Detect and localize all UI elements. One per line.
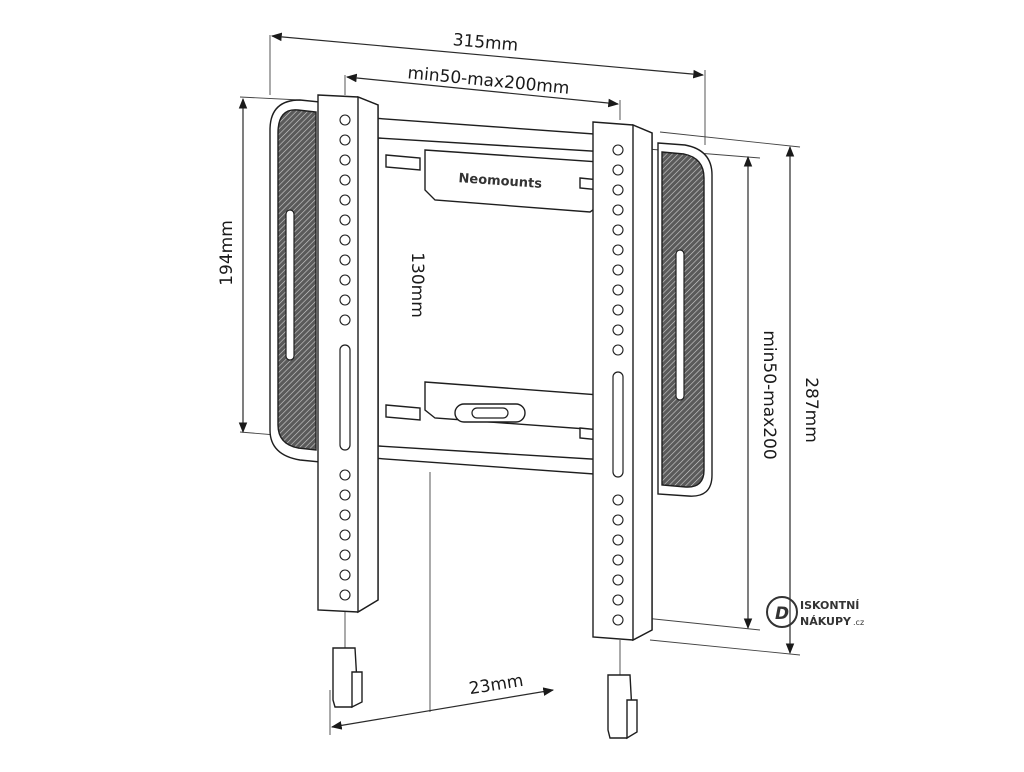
- vesa-horizontal-label: min50-max200mm: [407, 63, 571, 98]
- watermark-logo: D ISKONTNÍ NÁKUPY .cz: [766, 596, 864, 628]
- brand-mark: Neomounts: [458, 171, 543, 192]
- overall-width-label: 315mm: [452, 30, 519, 56]
- right-pad: [657, 142, 713, 497]
- left-pad: [269, 99, 321, 463]
- wall-distance-line: [330, 687, 555, 730]
- right-tv-bracket: [592, 121, 653, 740]
- pad-height-label: 194mm: [217, 220, 237, 286]
- vertical-spacing-label: 130mm: [407, 252, 427, 318]
- overall-height-label: 287mm: [801, 377, 821, 443]
- vesa-horizontal-line: [345, 73, 620, 108]
- wall-distance-label: 23mm: [468, 671, 525, 699]
- watermark-line2: NÁKUPY: [800, 615, 852, 628]
- vesa-vertical-label: min50-max200: [759, 330, 779, 459]
- watermark-circle-icon: [766, 596, 798, 628]
- svg-text:D: D: [775, 604, 789, 624]
- overall-width-line: [270, 32, 705, 79]
- wall-plate: Neomounts: [371, 117, 651, 479]
- left-tv-bracket: [317, 94, 379, 709]
- watermark-suffix: .cz: [853, 618, 864, 627]
- watermark-line1: ISKONTNÍ: [800, 599, 859, 612]
